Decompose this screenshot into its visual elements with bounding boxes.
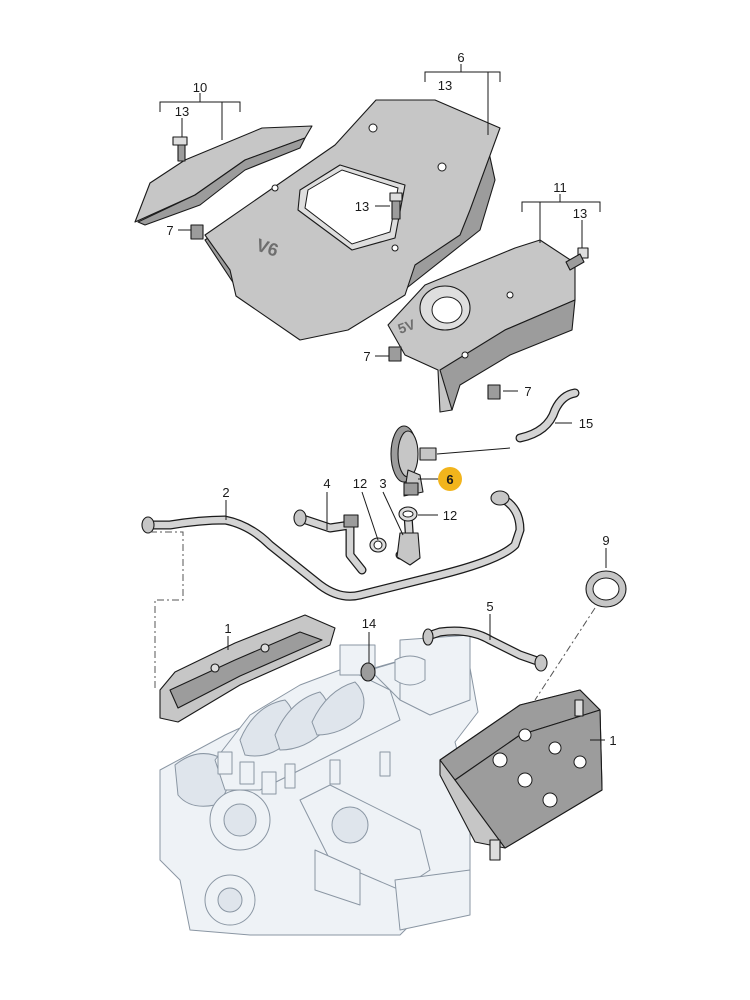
valve-cover-left — [159, 614, 336, 723]
breather-hose-2 — [141, 490, 525, 601]
callout-8: 6 — [457, 50, 464, 65]
callout-11: 9 — [602, 533, 609, 548]
valve-cover-right — [439, 689, 603, 861]
breather-hose-4 — [293, 509, 367, 575]
callout-13: 13 — [355, 199, 369, 214]
callout-1: 1 — [224, 621, 231, 636]
clip-7-center — [388, 346, 402, 362]
callout-13: 13 — [175, 104, 189, 119]
hose-clamp-12-a — [369, 537, 387, 553]
engine-cover-main: V6 — [204, 99, 501, 341]
clip-7-left — [190, 224, 204, 240]
intake-manifold — [214, 634, 471, 791]
5v-emboss: 5V — [396, 316, 418, 337]
callout-4: 4 — [323, 476, 330, 491]
callout-2: 2 — [222, 485, 229, 500]
callout-3: 3 — [379, 476, 386, 491]
callout-6-highlight: 6 — [446, 472, 453, 487]
callout-9: 10 — [193, 80, 207, 95]
leader-lines — [150, 64, 607, 741]
engine-cover-left — [134, 125, 313, 226]
callout-1: 1 — [609, 733, 616, 748]
bolt-13-center — [389, 192, 403, 220]
callout-12: 12 — [353, 476, 367, 491]
hose-15 — [515, 388, 580, 443]
callout-15: 15 — [579, 416, 593, 431]
clip-7-right — [487, 384, 501, 400]
bolt-13-left — [172, 136, 188, 162]
fuel-injectors — [217, 751, 391, 795]
callout-12: 12 — [443, 508, 457, 523]
callout-5: 5 — [486, 599, 493, 614]
valve-cover-seal — [585, 570, 627, 608]
grommet-14 — [360, 662, 376, 682]
callouts: 6 13 10 13 11 13 13 7 7 7 15 6 2 4 12 3 … — [166, 50, 616, 748]
bolt-13-right — [565, 247, 589, 271]
pressure-regulator-valve — [390, 425, 437, 497]
hose-clamp-12-b — [398, 506, 418, 522]
highlight-badge — [438, 467, 462, 491]
breather-hose-3 — [395, 510, 421, 566]
callout-7: 7 — [166, 223, 173, 238]
callout-7: 7 — [363, 349, 370, 364]
callout-13: 13 — [573, 206, 587, 221]
callout-10: 11 — [553, 180, 567, 195]
callout-13: 13 — [438, 78, 452, 93]
engine-cover-right: 5V — [387, 239, 576, 413]
engine-block — [159, 654, 479, 936]
callout-14: 14 — [362, 616, 376, 631]
callout-7: 7 — [524, 384, 531, 399]
